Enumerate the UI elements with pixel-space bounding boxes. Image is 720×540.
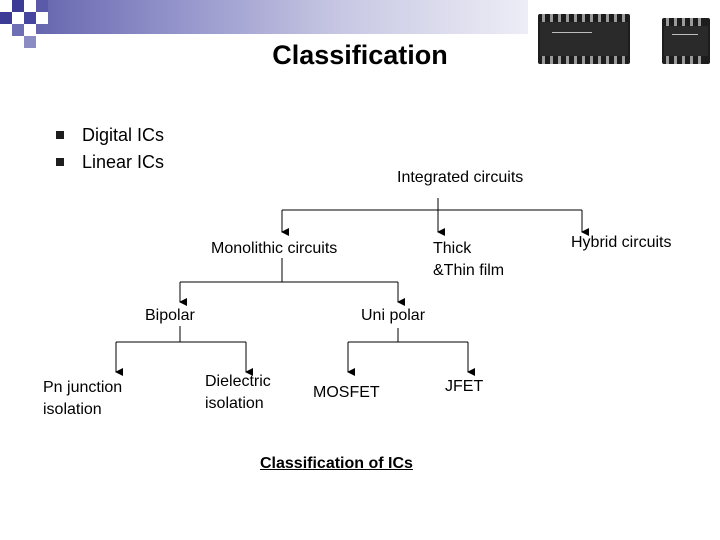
square-bullet-icon xyxy=(56,158,64,166)
bullet-text: Digital ICs xyxy=(82,125,165,145)
bullet-list: Digital ICs Linear ICs xyxy=(52,122,164,176)
bullet-item: Digital ICs xyxy=(52,122,164,149)
node-integrated-circuits: Integrated circuits xyxy=(397,169,524,186)
slide-title: Classification xyxy=(272,40,448,70)
bullet-text: Linear ICs xyxy=(82,152,165,172)
ic-chip-photo-left xyxy=(538,14,630,64)
node-pn-junction-isolation: Pn junction isolation xyxy=(43,379,123,418)
ic-chip-photo-right xyxy=(662,18,710,64)
node-dielectric-isolation: Dielectric isolation xyxy=(205,373,271,412)
node-hybrid-circuits: Hybrid circuits xyxy=(571,234,672,251)
header-banner xyxy=(0,0,528,34)
bullet-item: Linear ICs xyxy=(52,149,164,176)
node-monolithic-circuits: Monolithic circuits xyxy=(211,240,338,257)
square-bullet-icon xyxy=(56,131,64,139)
figure-caption: Classification of ICs xyxy=(260,455,413,472)
node-mosfet: MOSFET xyxy=(313,384,380,401)
node-thick-thin-film: Thick &Thin film xyxy=(433,240,505,279)
node-jfet: JFET xyxy=(445,378,484,395)
node-bipolar: Bipolar xyxy=(145,307,195,324)
corner-squares xyxy=(0,0,60,48)
node-unipolar: Uni polar xyxy=(361,307,426,324)
